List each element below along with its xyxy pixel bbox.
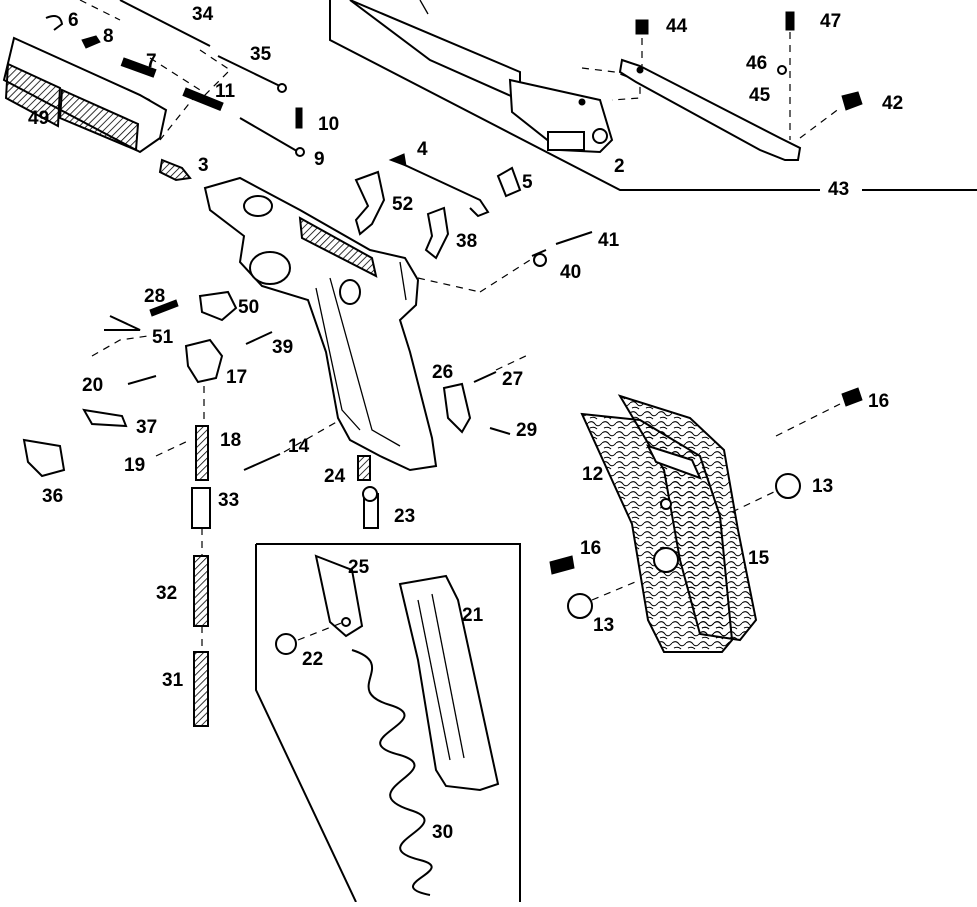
part-label-45: 45	[749, 85, 771, 106]
frame-part	[203, 176, 531, 472]
part-label-8: 8	[103, 26, 114, 47]
part-label-40: 40	[560, 262, 582, 283]
part-label-4: 4	[417, 139, 428, 160]
part-label-31: 31	[162, 670, 184, 691]
part-label-18: 18	[220, 430, 242, 451]
part-label-38: 38	[456, 231, 478, 252]
part-label-24: 24	[324, 466, 346, 487]
safety-parts	[357, 353, 531, 529]
part-label-35: 35	[250, 44, 272, 65]
part-label-37: 37	[136, 417, 158, 438]
part-label-32: 32	[156, 583, 178, 604]
part-label-51: 51	[152, 327, 174, 348]
part-label-20: 20	[82, 375, 104, 396]
part-label-39: 39	[272, 337, 294, 358]
part-label-26: 26	[432, 362, 454, 383]
part-label-12: 12	[582, 464, 604, 485]
part-label-14: 14	[288, 436, 310, 457]
part-label-11: 11	[215, 81, 236, 102]
barrel-part	[349, 0, 641, 154]
part-label-50: 50	[238, 297, 260, 318]
part-label-41: 41	[598, 230, 620, 251]
trigger-bar-parts	[354, 153, 593, 267]
part-label-6: 6	[68, 10, 79, 31]
part-label-5: 5	[522, 172, 533, 193]
part-label-16b: 16	[580, 538, 602, 559]
magazine-group	[255, 543, 521, 903]
part-label-36: 36	[42, 486, 64, 507]
part-label-29: 29	[516, 420, 538, 441]
part-label-17: 17	[226, 367, 248, 388]
part-label-28: 28	[144, 286, 166, 307]
sight-rail-part	[618, 11, 863, 161]
part-label-15: 15	[748, 548, 770, 569]
part-label-13a: 13	[812, 476, 834, 497]
part-label-10: 10	[318, 114, 340, 135]
part-label-21: 21	[462, 605, 484, 626]
part-label-2: 2	[614, 156, 625, 177]
part-label-25: 25	[348, 557, 370, 578]
part-label-7: 7	[146, 51, 157, 72]
part-label-3: 3	[198, 155, 209, 176]
part-label-19: 19	[124, 455, 146, 476]
part-label-43: 43	[828, 179, 850, 200]
part-label-30: 30	[432, 822, 454, 843]
part-label-22: 22	[302, 649, 324, 670]
slide-part	[2, 36, 231, 154]
part-label-9: 9	[314, 149, 325, 170]
small-parts-top	[45, 0, 305, 182]
part-label-47: 47	[820, 11, 842, 32]
part-label-13b: 13	[593, 615, 615, 636]
part-label-49: 49	[28, 108, 50, 129]
part-label-16a: 16	[868, 391, 890, 412]
part-label-42: 42	[882, 93, 904, 114]
part-label-27: 27	[502, 369, 524, 390]
part-label-34: 34	[192, 4, 214, 25]
part-label-46: 46	[746, 53, 768, 74]
part-label-23: 23	[394, 506, 416, 527]
part-label-44: 44	[666, 16, 688, 37]
hammer-and-springs	[22, 290, 341, 727]
barrel-group-bracket	[329, 0, 977, 191]
part-label-52: 52	[392, 194, 414, 215]
part-label-33: 33	[218, 490, 240, 511]
grip-panels	[549, 387, 863, 653]
